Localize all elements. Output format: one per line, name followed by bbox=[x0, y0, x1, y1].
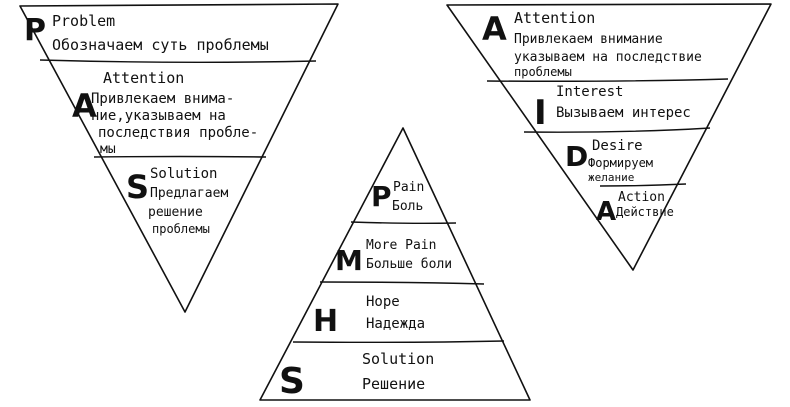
pmhs-more-pain-title: More Pain bbox=[366, 238, 436, 253]
pas-attention-title: Attention bbox=[103, 69, 184, 87]
aida-interest-text: Вызываем интерес bbox=[556, 105, 691, 121]
pmhs-hope-letter: H bbox=[313, 304, 338, 339]
pmhs-divider-2 bbox=[319, 281, 485, 285]
pmhs-solution-letter: S bbox=[279, 361, 305, 402]
aida-desire-title: Desire bbox=[592, 138, 643, 154]
aida-attention-title: Attention bbox=[514, 9, 595, 27]
pmhs-divider-1 bbox=[350, 221, 457, 225]
pmhs-divider-3 bbox=[292, 340, 505, 344]
aida-outline bbox=[446, 3, 772, 271]
aida-desire-line1: Формируем bbox=[588, 156, 653, 170]
aida-action-title: Action bbox=[618, 190, 665, 205]
pas-attention-letter: A bbox=[72, 87, 97, 125]
aida-interest-letter: I bbox=[534, 93, 547, 133]
aida-attention-line3: проблемы bbox=[514, 65, 572, 79]
aida-divider-3 bbox=[599, 183, 687, 187]
aida-attention-line1: Привлекаем внимание bbox=[514, 32, 663, 47]
pmhs-pain-title: Pain bbox=[393, 180, 424, 195]
aida-attention-letter: A bbox=[482, 10, 507, 48]
aida-attention-line2: указываем на последствие bbox=[514, 50, 702, 65]
pas-outline bbox=[19, 3, 339, 313]
aida-desire-line2: желание bbox=[588, 171, 634, 184]
pmhs-more-pain-letter: M bbox=[335, 244, 363, 277]
pas-problem-title: Problem bbox=[52, 12, 115, 30]
pas-problem-text: Обозначаем суть проблемы bbox=[52, 36, 269, 54]
pmhs-pain-letter: P bbox=[371, 180, 392, 213]
pas-triangle: P Problem Обозначаем суть проблемы A Att… bbox=[19, 3, 339, 313]
pas-problem-letter: P bbox=[24, 13, 46, 48]
pas-attention-line2: ние,указываем на bbox=[91, 108, 226, 124]
pas-solution-line3: проблемы bbox=[152, 222, 210, 236]
aida-action-text: Действие bbox=[616, 205, 674, 219]
pas-attention-line4: мы bbox=[100, 142, 116, 157]
pmhs-more-pain-text: Больше боли bbox=[366, 257, 452, 272]
pas-attention-line3: последствия пробле- bbox=[98, 125, 258, 141]
pmhs-hope-text: Надежда bbox=[366, 316, 425, 332]
pas-solution-title: Solution bbox=[150, 166, 217, 182]
pmhs-hope-title: Hope bbox=[366, 294, 400, 310]
aida-desire-letter: D bbox=[565, 140, 588, 173]
aida-action-letter: A bbox=[596, 197, 616, 227]
aida-triangle: A Attention Привлекаем внимание указывае… bbox=[446, 3, 772, 271]
pmhs-pain-text: Боль bbox=[392, 199, 423, 214]
pmhs-pyramid: P Pain Боль M More Pain Больше боли H Ho… bbox=[259, 127, 531, 402]
pmhs-outline bbox=[259, 127, 531, 401]
pas-solution-letter: S bbox=[126, 168, 149, 206]
aida-divider-2 bbox=[523, 127, 711, 133]
aida-divider-1 bbox=[486, 78, 729, 82]
pmhs-solution-text: Решение bbox=[362, 375, 425, 393]
pmhs-solution-title: Solution bbox=[362, 350, 434, 368]
pas-solution-line2: решение bbox=[148, 205, 203, 220]
pas-solution-line1: Предлагаем bbox=[150, 186, 228, 201]
pas-attention-line1: Привлекаем внима- bbox=[91, 91, 234, 107]
aida-interest-title: Interest bbox=[556, 84, 623, 100]
pas-divider-2 bbox=[93, 155, 267, 158]
pas-divider-1 bbox=[39, 59, 317, 63]
